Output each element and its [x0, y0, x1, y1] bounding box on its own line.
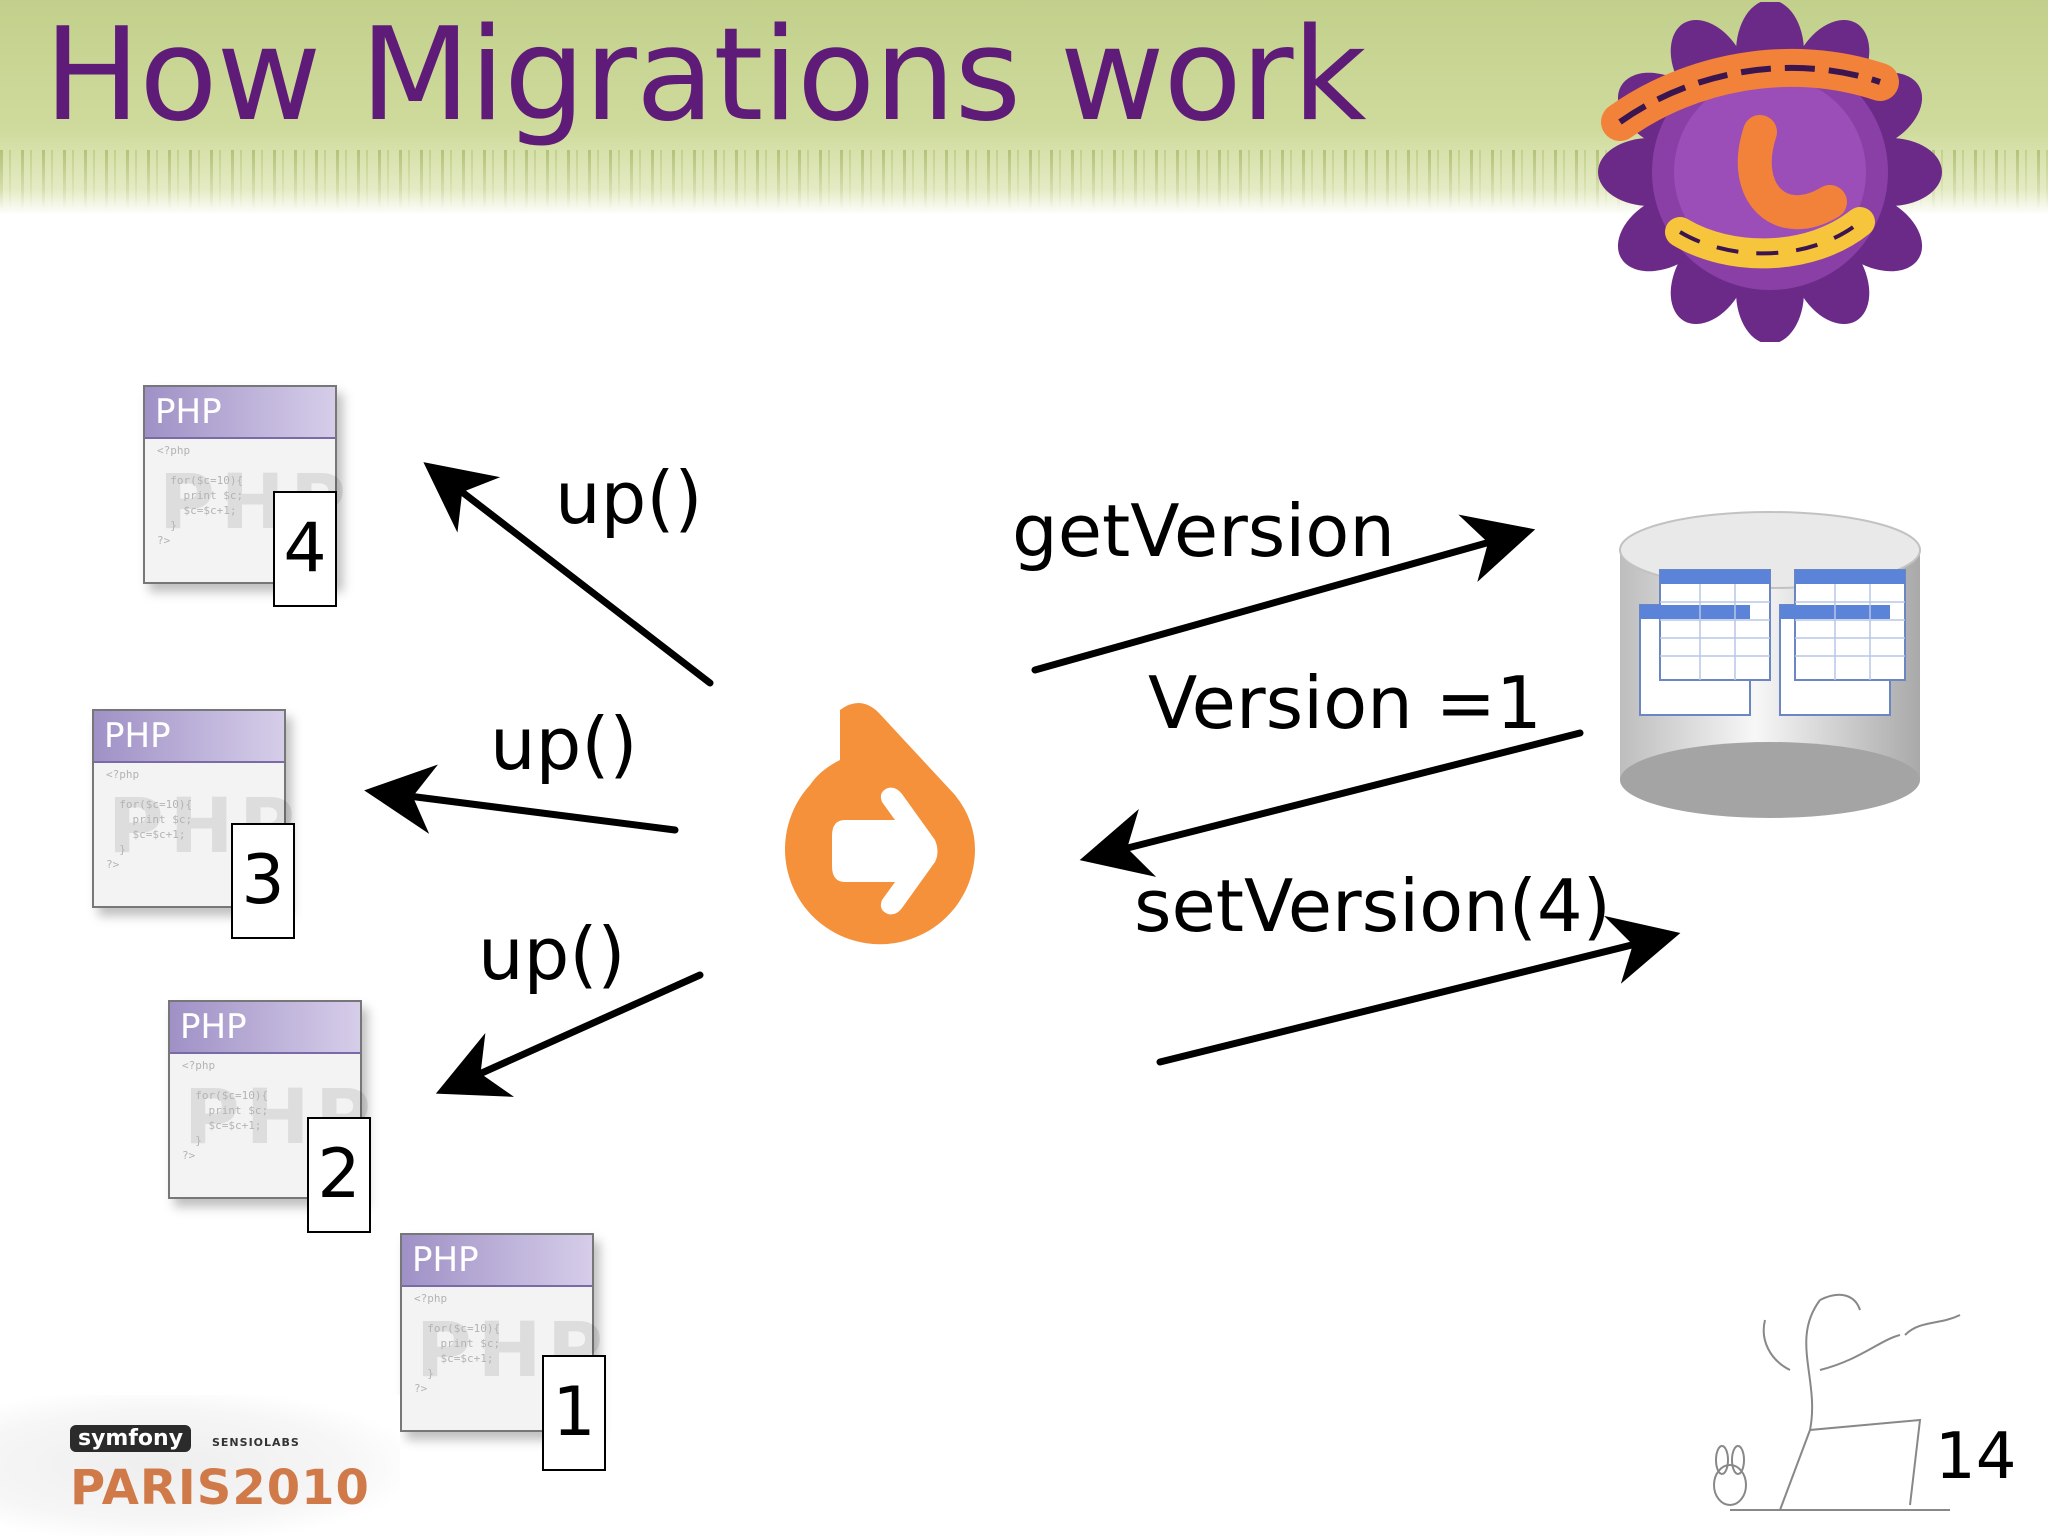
label-up-4: up() — [555, 456, 703, 540]
arrow-up-4 — [423, 462, 714, 687]
doodle-illustration-icon — [1713, 1293, 1961, 1511]
php-code-lines: <?php for($c=10){ print $c; $c=$c+1; } ?… — [157, 444, 244, 547]
migration-number-4: 4 — [273, 491, 337, 607]
php-file-header: PHP — [402, 1235, 592, 1287]
symfony-brand: symfony — [70, 1425, 192, 1452]
migration-file-1: PHP PHP <?php for($c=10){ print $c; $c=$… — [400, 1233, 603, 1432]
label-get-version: getVersion — [1012, 489, 1395, 573]
page-number: 14 — [1935, 1420, 2017, 1494]
migration-file-3: PHP PHP <?php for($c=10){ print $c; $c=$… — [92, 709, 295, 908]
paris-2010-text: PARIS2010 — [70, 1460, 370, 1516]
doctrine-logo-icon — [785, 702, 975, 945]
php-file-header: PHP — [145, 387, 335, 439]
label-set-version: setVersion(4) — [1134, 864, 1611, 948]
paris-2010-logo — [0, 1395, 400, 1536]
php-code-lines: <?php for($c=10){ print $c; $c=$c+1; } ?… — [414, 1292, 501, 1395]
migration-number-3: 3 — [231, 823, 295, 939]
symfony-live-logo-icon — [1598, 2, 1942, 342]
arrow-set-version — [1156, 915, 1681, 1066]
slide-title: How Migrations work — [44, 1, 1367, 150]
arrow-up-2 — [435, 971, 704, 1097]
arrow-get-version — [1031, 514, 1536, 674]
php-file-header: PHP — [170, 1002, 360, 1054]
database-icon — [1619, 511, 1921, 818]
migration-number-2: 2 — [307, 1117, 371, 1233]
php-file-header: PHP — [94, 711, 284, 763]
sensiolabs-brand: SENSIOLABS — [212, 1436, 300, 1449]
php-code-lines: <?php for($c=10){ print $c; $c=$c+1; } ?… — [106, 768, 193, 871]
label-version-result: Version =1 — [1148, 661, 1542, 745]
label-up-2: up() — [478, 912, 626, 996]
arrow-version-result — [1079, 729, 1584, 877]
php-code-lines: <?php for($c=10){ print $c; $c=$c+1; } ?… — [182, 1059, 269, 1162]
label-up-3: up() — [490, 702, 638, 786]
arrow-up-3 — [364, 764, 679, 834]
migration-number-1: 1 — [542, 1355, 606, 1471]
